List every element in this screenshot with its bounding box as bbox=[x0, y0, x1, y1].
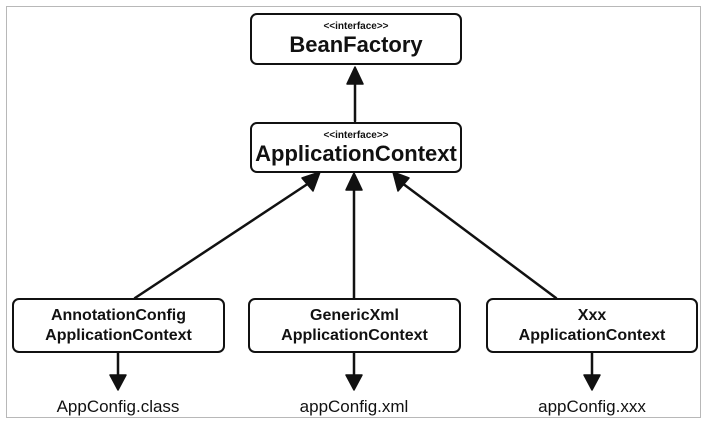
generic-xml-application-context-box: GenericXml ApplicationContext bbox=[248, 298, 461, 353]
diagram-frame bbox=[6, 6, 701, 418]
arrowhead-icon bbox=[109, 374, 127, 391]
arrowhead-icon bbox=[583, 374, 601, 391]
class-name-line-1: GenericXml bbox=[310, 306, 399, 324]
arrowhead-icon bbox=[346, 66, 364, 85]
class-name-line-2: ApplicationContext bbox=[45, 326, 192, 344]
arrowhead-icon bbox=[392, 171, 410, 192]
extends-arrow-line-annotation bbox=[133, 181, 311, 300]
config-label-annotation: AppConfig.class bbox=[56, 397, 180, 416]
arrowhead-icon bbox=[301, 171, 321, 192]
application-context-name: ApplicationContext bbox=[255, 140, 457, 166]
config-label-xml: appConfig.xml bbox=[299, 397, 409, 416]
arrowhead-icon bbox=[345, 374, 363, 391]
stereotype-label: <<interface>> bbox=[323, 21, 389, 32]
application-context-box: <<interface>> ApplicationContext bbox=[250, 122, 462, 173]
class-name-line-2: ApplicationContext bbox=[518, 326, 666, 344]
config-label-xxx: appConfig.xxx bbox=[538, 397, 646, 416]
stereotype-label: <<interface>> bbox=[323, 129, 389, 141]
class-name-line-2: ApplicationContext bbox=[281, 326, 428, 344]
bean-factory-name: BeanFactory bbox=[289, 32, 423, 57]
extends-arrow-line-xxx bbox=[400, 181, 558, 300]
arrowhead-icon bbox=[345, 172, 363, 191]
class-name-line-1: Xxx bbox=[577, 306, 607, 324]
class-name-line-1: AnnotationConfig bbox=[50, 306, 187, 324]
bean-factory-box: <<interface>> BeanFactory bbox=[250, 13, 462, 65]
xxx-application-context-box: Xxx ApplicationContext bbox=[486, 298, 698, 353]
annotation-config-application-context-box: AnnotationConfig ApplicationContext bbox=[12, 298, 225, 353]
